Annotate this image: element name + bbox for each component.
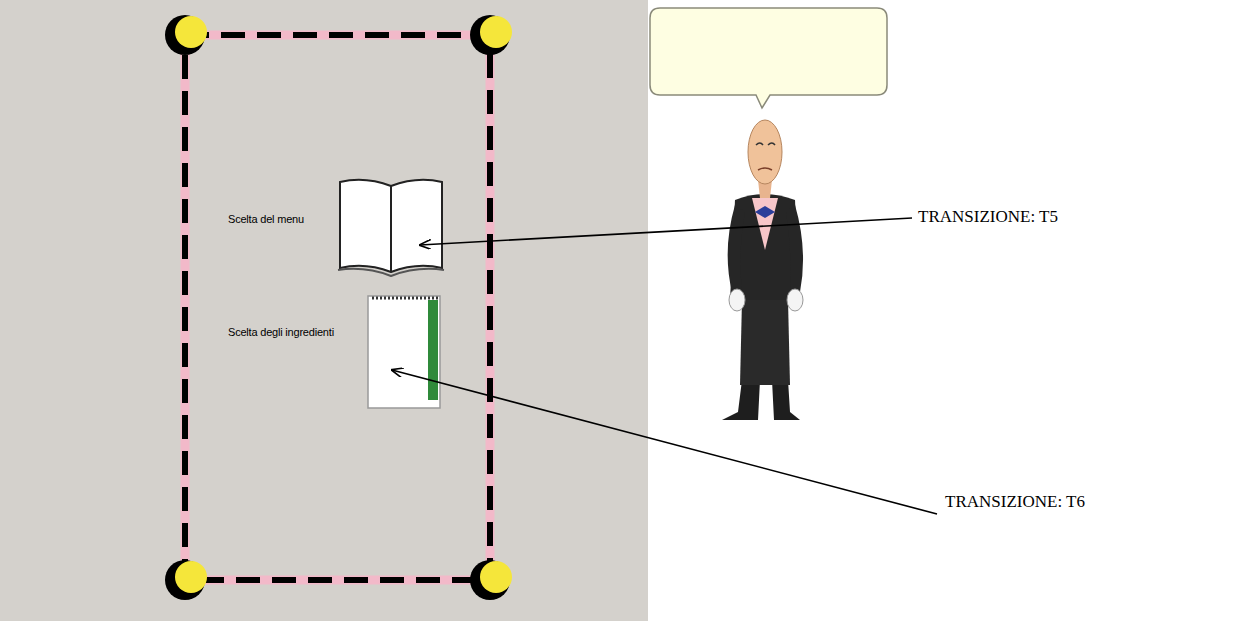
book-icon: [338, 180, 444, 276]
leader-arrow: [392, 370, 937, 514]
leader-arrow: [420, 218, 912, 245]
transition-label: TRANSIZIONE: T5: [918, 207, 1058, 227]
ingredients-label: Scelta degli ingredienti: [228, 326, 334, 338]
frame-dashes: [185, 35, 490, 580]
grey-panel: [0, 0, 648, 621]
menu-label: Scelta del menu: [228, 213, 304, 225]
corner-lights: [165, 15, 512, 600]
frame-band: [185, 35, 490, 580]
speech-bubble: [650, 8, 887, 108]
notepad-icon: [368, 296, 440, 408]
butler-figure: [722, 120, 803, 420]
transition-label: TRANSIZIONE: T6: [945, 492, 1085, 512]
